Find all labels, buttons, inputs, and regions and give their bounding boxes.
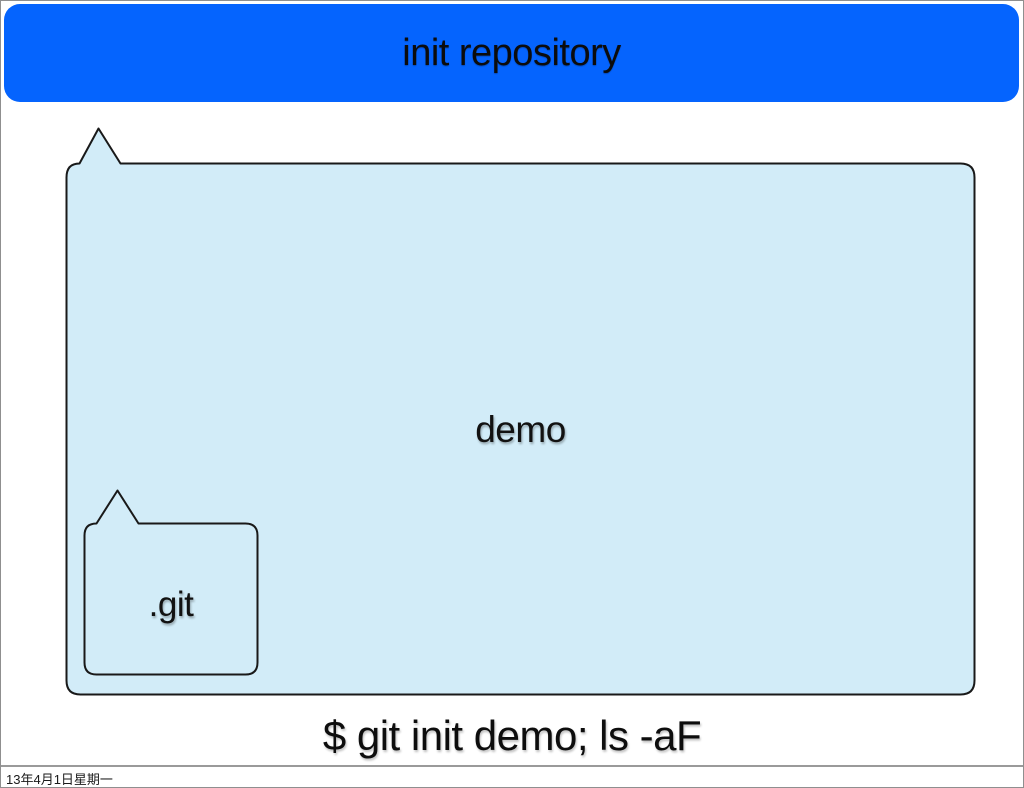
slide-date: 13年4月1日星期一 [6,772,113,787]
footer-divider [0,765,1024,767]
git-folder-shape [83,489,259,676]
slide-title: init repository [402,31,621,74]
terminal-command: $ git init demo; ls -aF [322,712,702,759]
demo-folder-shape [65,127,976,696]
slide-title-bar: init repository [4,4,1019,102]
demo-folder-label: demo [475,409,566,450]
git-folder-label: .git [148,585,194,624]
